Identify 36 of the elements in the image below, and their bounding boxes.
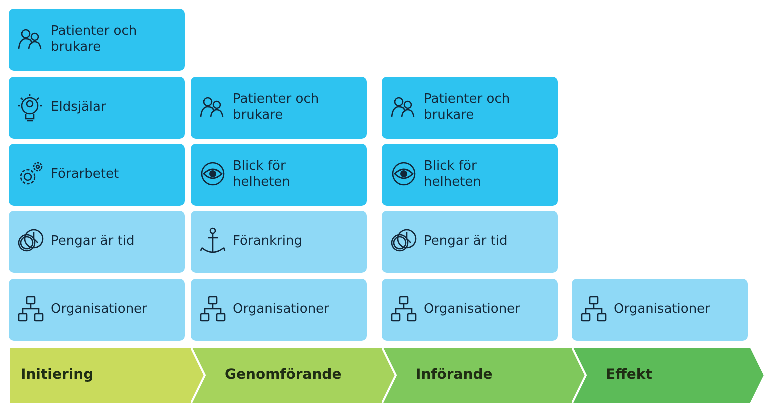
- factor-card: [382, 77, 558, 139]
- card-label: Organisationer: [424, 302, 522, 318]
- factor-card: [191, 211, 367, 273]
- factor-card: [382, 144, 558, 206]
- factor-card: [9, 144, 185, 206]
- card-label: Pengar är tid: [424, 234, 509, 250]
- card-label: Blick för helheten: [233, 159, 292, 191]
- phase-step-band: [572, 347, 765, 404]
- card-label: Förankring: [233, 234, 304, 250]
- phase-label: Genomförande: [225, 367, 342, 383]
- card-label: Blick för helheten: [424, 159, 482, 191]
- phase-step-band: [191, 347, 397, 404]
- card-label: Organisationer: [614, 302, 712, 318]
- factor-card: [191, 279, 367, 341]
- factor-card: [191, 144, 367, 206]
- factor-card: [9, 279, 185, 341]
- card-label: Eldsjälar: [51, 100, 108, 116]
- card-label: Organisationer: [233, 302, 330, 318]
- factor-card: [572, 279, 748, 341]
- factor-card: [382, 279, 558, 341]
- card-label: Förarbetet: [51, 167, 120, 183]
- factor-card: [382, 211, 558, 273]
- card-label: Organisationer: [51, 302, 148, 318]
- factor-card: [9, 9, 185, 71]
- card-label: Pengar är tid: [51, 234, 136, 250]
- factor-card: [191, 77, 367, 139]
- phase-label: Initiering: [21, 367, 94, 383]
- factor-card: [9, 77, 185, 139]
- card-label: Patienter och brukare: [424, 92, 512, 124]
- card-label: Patienter och brukare: [51, 24, 138, 56]
- phase-step-band: [382, 347, 588, 404]
- phase-label: Införande: [416, 367, 493, 383]
- card-label: Patienter och brukare: [233, 92, 320, 124]
- factor-card: [9, 211, 185, 273]
- phase-step-band: [9, 347, 206, 404]
- phase-label: Effekt: [606, 367, 652, 383]
